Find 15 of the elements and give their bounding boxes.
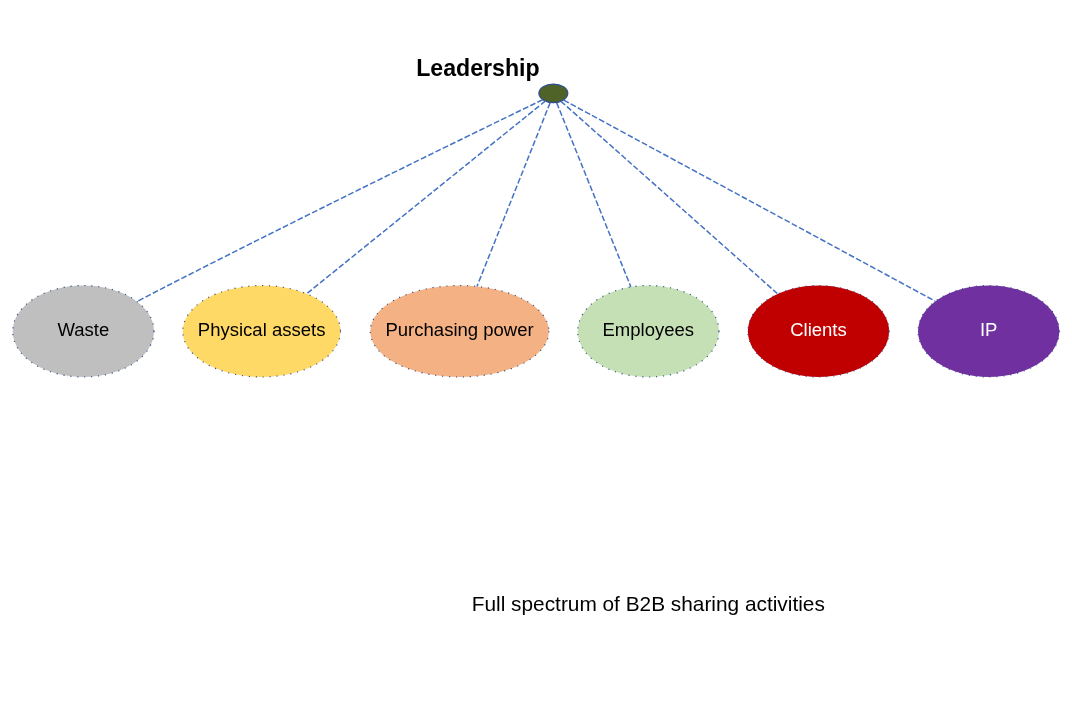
connector xyxy=(560,100,779,295)
connector xyxy=(562,99,936,302)
node-ellipse: Purchasing power xyxy=(369,284,550,378)
connector xyxy=(306,100,546,295)
node-ellipse: Clients xyxy=(747,284,890,378)
node-ellipse: IP xyxy=(917,284,1060,378)
node-ellipse xyxy=(538,83,569,104)
node-ellipse: Physical assets xyxy=(182,284,342,378)
connector xyxy=(556,102,632,288)
connector xyxy=(136,99,544,303)
label: Full spectrum of B2B sharing activities xyxy=(471,591,825,615)
node-ellipse: Waste xyxy=(12,284,155,378)
connector xyxy=(476,102,551,288)
node-ellipse: Employees xyxy=(577,284,720,378)
node-label: Leadership xyxy=(416,55,540,81)
